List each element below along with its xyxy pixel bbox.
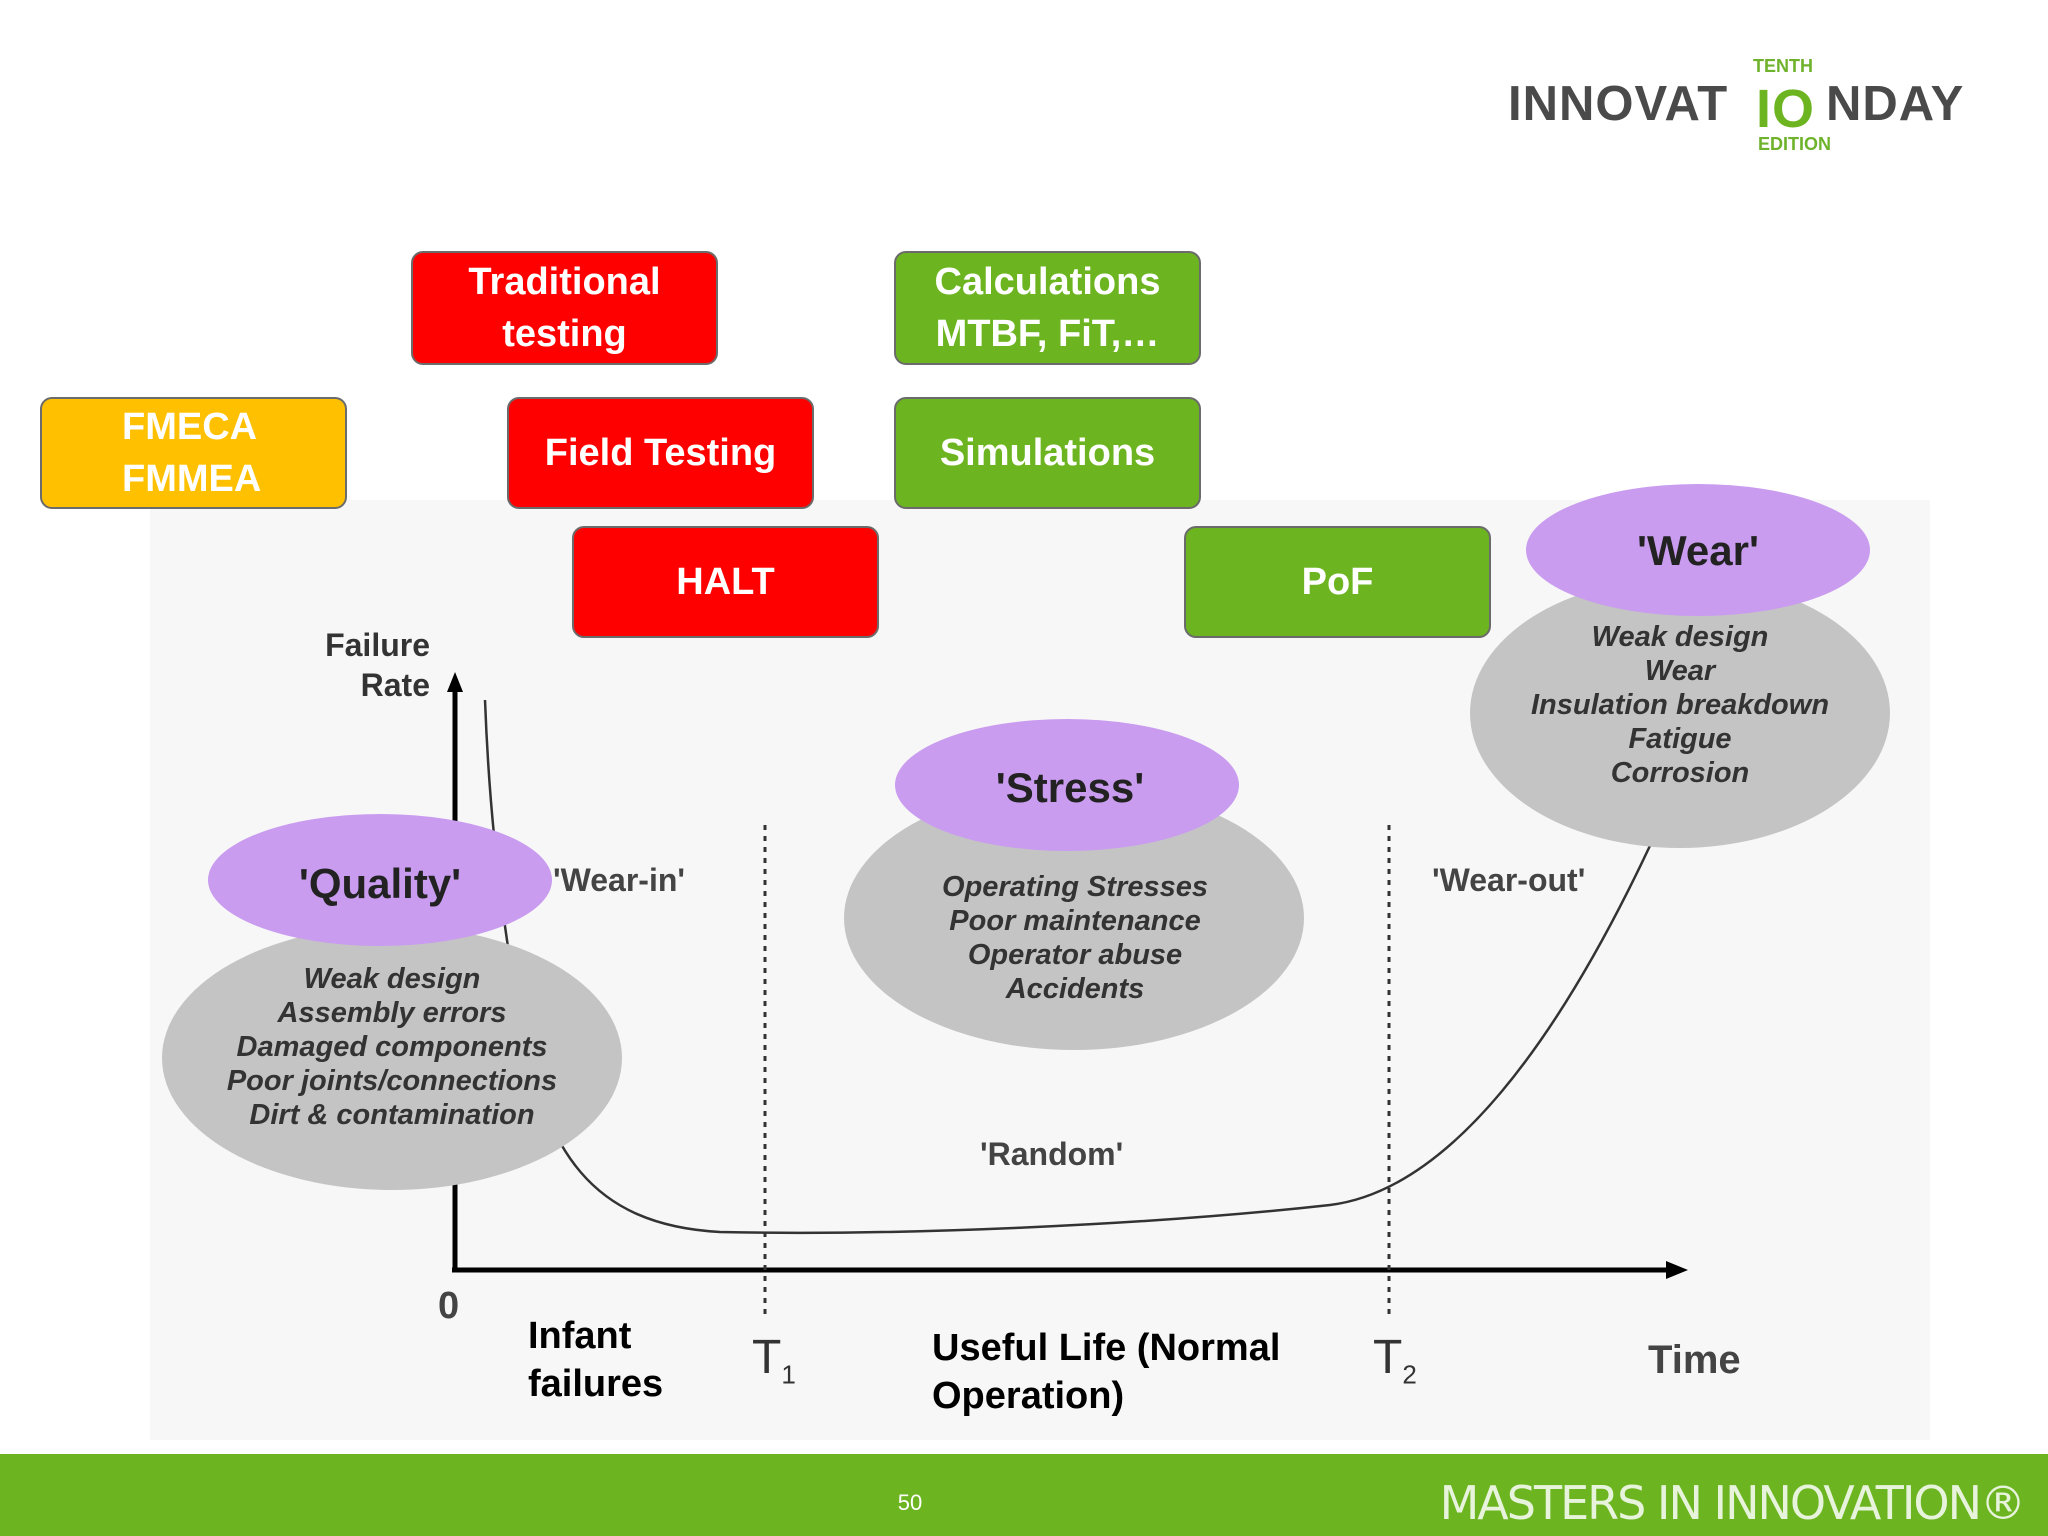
stress-causes-ellipse (844, 786, 1304, 1050)
fmeca-box: FMECA FMMEA (40, 397, 347, 509)
y-axis-arrow (447, 672, 463, 692)
halt-box: HALT (572, 526, 879, 638)
simulations-box: Simulations (894, 397, 1201, 509)
quality-title: 'Quality' (298, 860, 462, 907)
traditional-testing-line1: Traditional (468, 261, 661, 303)
wear-in-label: 'Wear-in' (553, 862, 685, 898)
x-axis-arrow (1666, 1261, 1688, 1279)
quality-cause: Damaged components (236, 1031, 548, 1063)
calculations-line2: MTBF, FiT,… (935, 313, 1160, 355)
pof-box: PoF (1184, 526, 1491, 638)
useful-life-label: Useful Life (Normal Operation) (932, 1324, 1280, 1420)
fmmea-label: FMMEA (122, 458, 262, 500)
random-label: 'Random' (980, 1136, 1124, 1172)
logo-tenth: TENTH (1753, 56, 1813, 76)
t2-subscript: 2 (1402, 1359, 1417, 1390)
quality-cause: Poor joints/connections (226, 1065, 558, 1097)
quality-cause: Weak design (303, 963, 481, 995)
fmeca-label: FMECA (122, 406, 258, 448)
logo-text-left: INNOVAT (1508, 77, 1729, 131)
wear-causes-ellipse (1470, 578, 1890, 848)
infant-failures-label: Infant failures (528, 1312, 663, 1408)
wear-cause: Corrosion (1610, 757, 1750, 789)
wear-cause: Weak design (1591, 621, 1769, 653)
halt-label: HALT (676, 561, 775, 603)
wear-cause: Wear (1644, 655, 1716, 687)
stress-cause: Poor maintenance (949, 905, 1201, 937)
calculations-line1: Calculations (934, 261, 1161, 303)
footer-tagline: MASTERS IN INNOVATION® (1439, 1476, 2026, 1530)
useful-life-line1: Useful Life (Normal (932, 1327, 1281, 1369)
wear-cause: Insulation breakdown (1530, 689, 1830, 721)
t1-subscript: 1 (781, 1359, 796, 1390)
innovationday-logo: INNOVAT TENTH IO EDITION NDAY (1508, 56, 1988, 156)
t1-letter: T (752, 1331, 782, 1384)
stress-cause: Accidents (1005, 973, 1145, 1005)
y-axis-label: Failure Rate (300, 625, 430, 705)
stress-cause: Operator abuse (967, 939, 1183, 971)
wear-title: 'Wear' (1637, 527, 1759, 574)
logo-edition: EDITION (1758, 134, 1832, 154)
y-axis-label-line2: Rate (360, 667, 430, 703)
wear-cause: Fatigue (1628, 723, 1732, 755)
infant-failures-line1: Infant (528, 1315, 632, 1357)
simulations-label: Simulations (939, 432, 1156, 474)
quality-title-ellipse (208, 814, 552, 946)
logo-text-center: IO (1756, 79, 1816, 139)
wear-out-label: 'Wear-out' (1432, 862, 1586, 898)
footer-bar (0, 1454, 2048, 1536)
x-axis-label: Time (1648, 1338, 1741, 1382)
field-testing-label: Field Testing (544, 432, 777, 474)
quality-cause: Dirt & contamination (249, 1099, 535, 1131)
quality-cause: Assembly errors (277, 997, 507, 1029)
pof-label: PoF (1301, 561, 1374, 603)
t1-label: T1 (752, 1330, 796, 1391)
field-testing-box: Field Testing (507, 397, 814, 509)
quality-causes-list: Weak design Assembly errors Damaged comp… (172, 962, 612, 1132)
stress-cause: Operating Stresses (942, 871, 1208, 903)
origin-label: 0 (438, 1285, 460, 1327)
stress-title-ellipse (895, 719, 1239, 851)
stress-title: 'Stress' (995, 764, 1145, 811)
wear-causes-list: Weak design Wear Insulation breakdown Fa… (1470, 620, 1890, 790)
traditional-testing-line2: testing (502, 313, 627, 355)
t2-label: T2 (1373, 1330, 1417, 1391)
wear-title-ellipse (1526, 484, 1870, 616)
useful-life-line2: Operation) (932, 1375, 1125, 1417)
t2-letter: T (1373, 1331, 1403, 1384)
page-number: 50 (897, 1490, 923, 1515)
quality-causes-ellipse (162, 926, 622, 1190)
y-axis-label-line1: Failure (325, 627, 430, 663)
traditional-testing-box: Traditional testing (411, 251, 718, 365)
stress-causes-list: Operating Stresses Poor maintenance Oper… (875, 870, 1275, 1006)
logo-text-right: NDAY (1826, 77, 1965, 131)
infant-failures-line2: failures (528, 1363, 664, 1405)
